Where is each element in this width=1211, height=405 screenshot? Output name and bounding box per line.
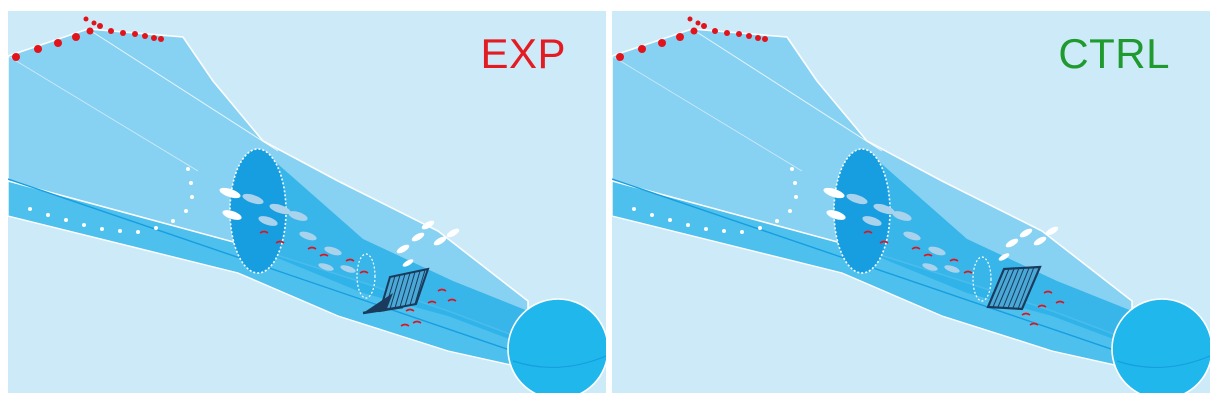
panel-label-exp: EXP (480, 33, 566, 75)
panel-label-ctrl: CTRL (1058, 33, 1170, 75)
codend (508, 299, 606, 393)
codend (1112, 299, 1210, 393)
ctrl-panel: CTRL (612, 11, 1210, 393)
exp-panel: EXP (8, 11, 606, 393)
